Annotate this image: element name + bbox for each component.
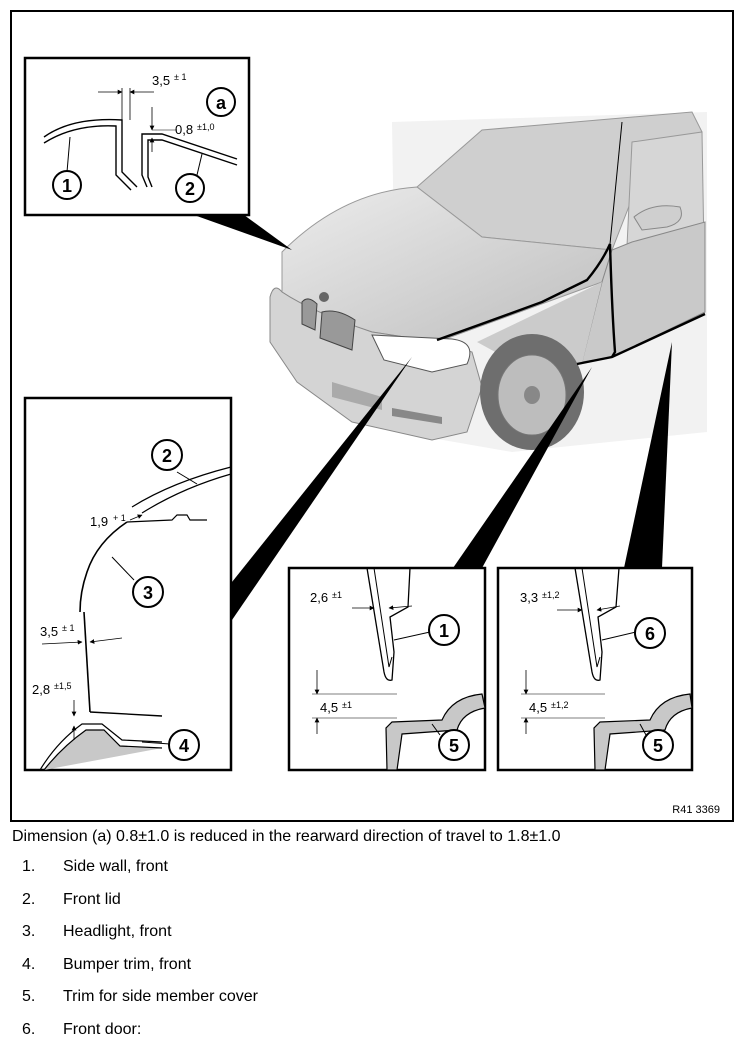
- callout-4: 4: [179, 736, 189, 756]
- dim-top-gap-tol: ± 1: [174, 72, 186, 82]
- legend-item: 3.Headlight, front: [22, 923, 258, 956]
- legend-text: Front lid: [63, 891, 121, 909]
- dim-mid-bottom: 4,5: [320, 700, 338, 715]
- detail-label-a: a: [216, 93, 227, 113]
- legend-number: 5.: [22, 988, 63, 1006]
- dim-left-mid-tol: ± 1: [62, 623, 74, 633]
- dim-top-a-tol: ±1,0: [197, 122, 214, 132]
- dim-right-bottom-tol: ±1,2: [551, 700, 568, 710]
- legend-text: Side wall, front: [63, 858, 168, 876]
- parts-legend: 1.Side wall, front 2.Front lid 3.Headlig…: [22, 858, 258, 1053]
- legend-number: 4.: [22, 956, 63, 974]
- callout-2-left: 2: [162, 446, 172, 466]
- legend-text: Trim for side member cover: [63, 988, 258, 1006]
- legend-number: 1.: [22, 858, 63, 876]
- dim-left-bottom: 2,8: [32, 682, 50, 697]
- callout-1-mid: 1: [439, 621, 449, 641]
- dim-left-mid: 3,5: [40, 624, 58, 639]
- legend-number: 3.: [22, 923, 63, 941]
- diagram-figure: 3,5 ± 1 0,8 ±1,0 a 1 2 1,9 +: [10, 10, 734, 822]
- dimension-caption: Dimension (a) 0.8±1.0 is reduced in the …: [12, 828, 561, 846]
- dim-top-gap: 3,5: [152, 73, 170, 88]
- legend-item: 4.Bumper trim, front: [22, 956, 258, 989]
- callout-1-top: 1: [62, 176, 72, 196]
- dim-mid-bottom-tol: ±1: [342, 700, 352, 710]
- dim-right-bottom: 4,5: [529, 700, 547, 715]
- callout-3: 3: [143, 583, 153, 603]
- legend-number: 2.: [22, 891, 63, 909]
- detail-box-middle: 2,6 ±1 4,5 ±1 1 5: [289, 568, 485, 770]
- legend-item: 2.Front lid: [22, 891, 258, 924]
- dim-mid-gap: 2,6: [310, 590, 328, 605]
- callout-5-mid: 5: [449, 736, 459, 756]
- dim-left-top-tol: + 1: [113, 513, 126, 523]
- legend-number: 6.: [22, 1021, 63, 1039]
- legend-text: Bumper trim, front: [63, 956, 191, 974]
- dim-mid-gap-tol: ±1: [332, 590, 342, 600]
- dim-top-a: 0,8: [175, 122, 193, 137]
- detail-box-left: 1,9 + 1 3,5 ± 1 2,8 ±1,5 2 3 4: [25, 398, 231, 770]
- dim-left-bottom-tol: ±1,5: [54, 681, 71, 691]
- callout-5-right: 5: [653, 736, 663, 756]
- detail-box-top: 3,5 ± 1 0,8 ±1,0 a 1 2: [25, 58, 249, 215]
- legend-text: Front door:: [63, 1021, 141, 1039]
- legend-item: 1.Side wall, front: [22, 858, 258, 891]
- callout-2-top: 2: [185, 179, 195, 199]
- diagram-svg: 3,5 ± 1 0,8 ±1,0 a 1 2 1,9 +: [12, 12, 732, 820]
- callout-6: 6: [645, 624, 655, 644]
- legend-item: 5.Trim for side member cover: [22, 988, 258, 1021]
- legend-text: Headlight, front: [63, 923, 172, 941]
- figure-reference: R41 3369: [672, 804, 720, 816]
- dim-left-top: 1,9: [90, 514, 108, 529]
- legend-item: 6.Front door:: [22, 1021, 258, 1053]
- detail-box-right: 3,3 ±1,2 4,5 ±1,2 6 5: [498, 568, 692, 770]
- dim-right-gap-tol: ±1,2: [542, 590, 559, 600]
- dim-right-gap: 3,3: [520, 590, 538, 605]
- car-illustration: [270, 112, 707, 452]
